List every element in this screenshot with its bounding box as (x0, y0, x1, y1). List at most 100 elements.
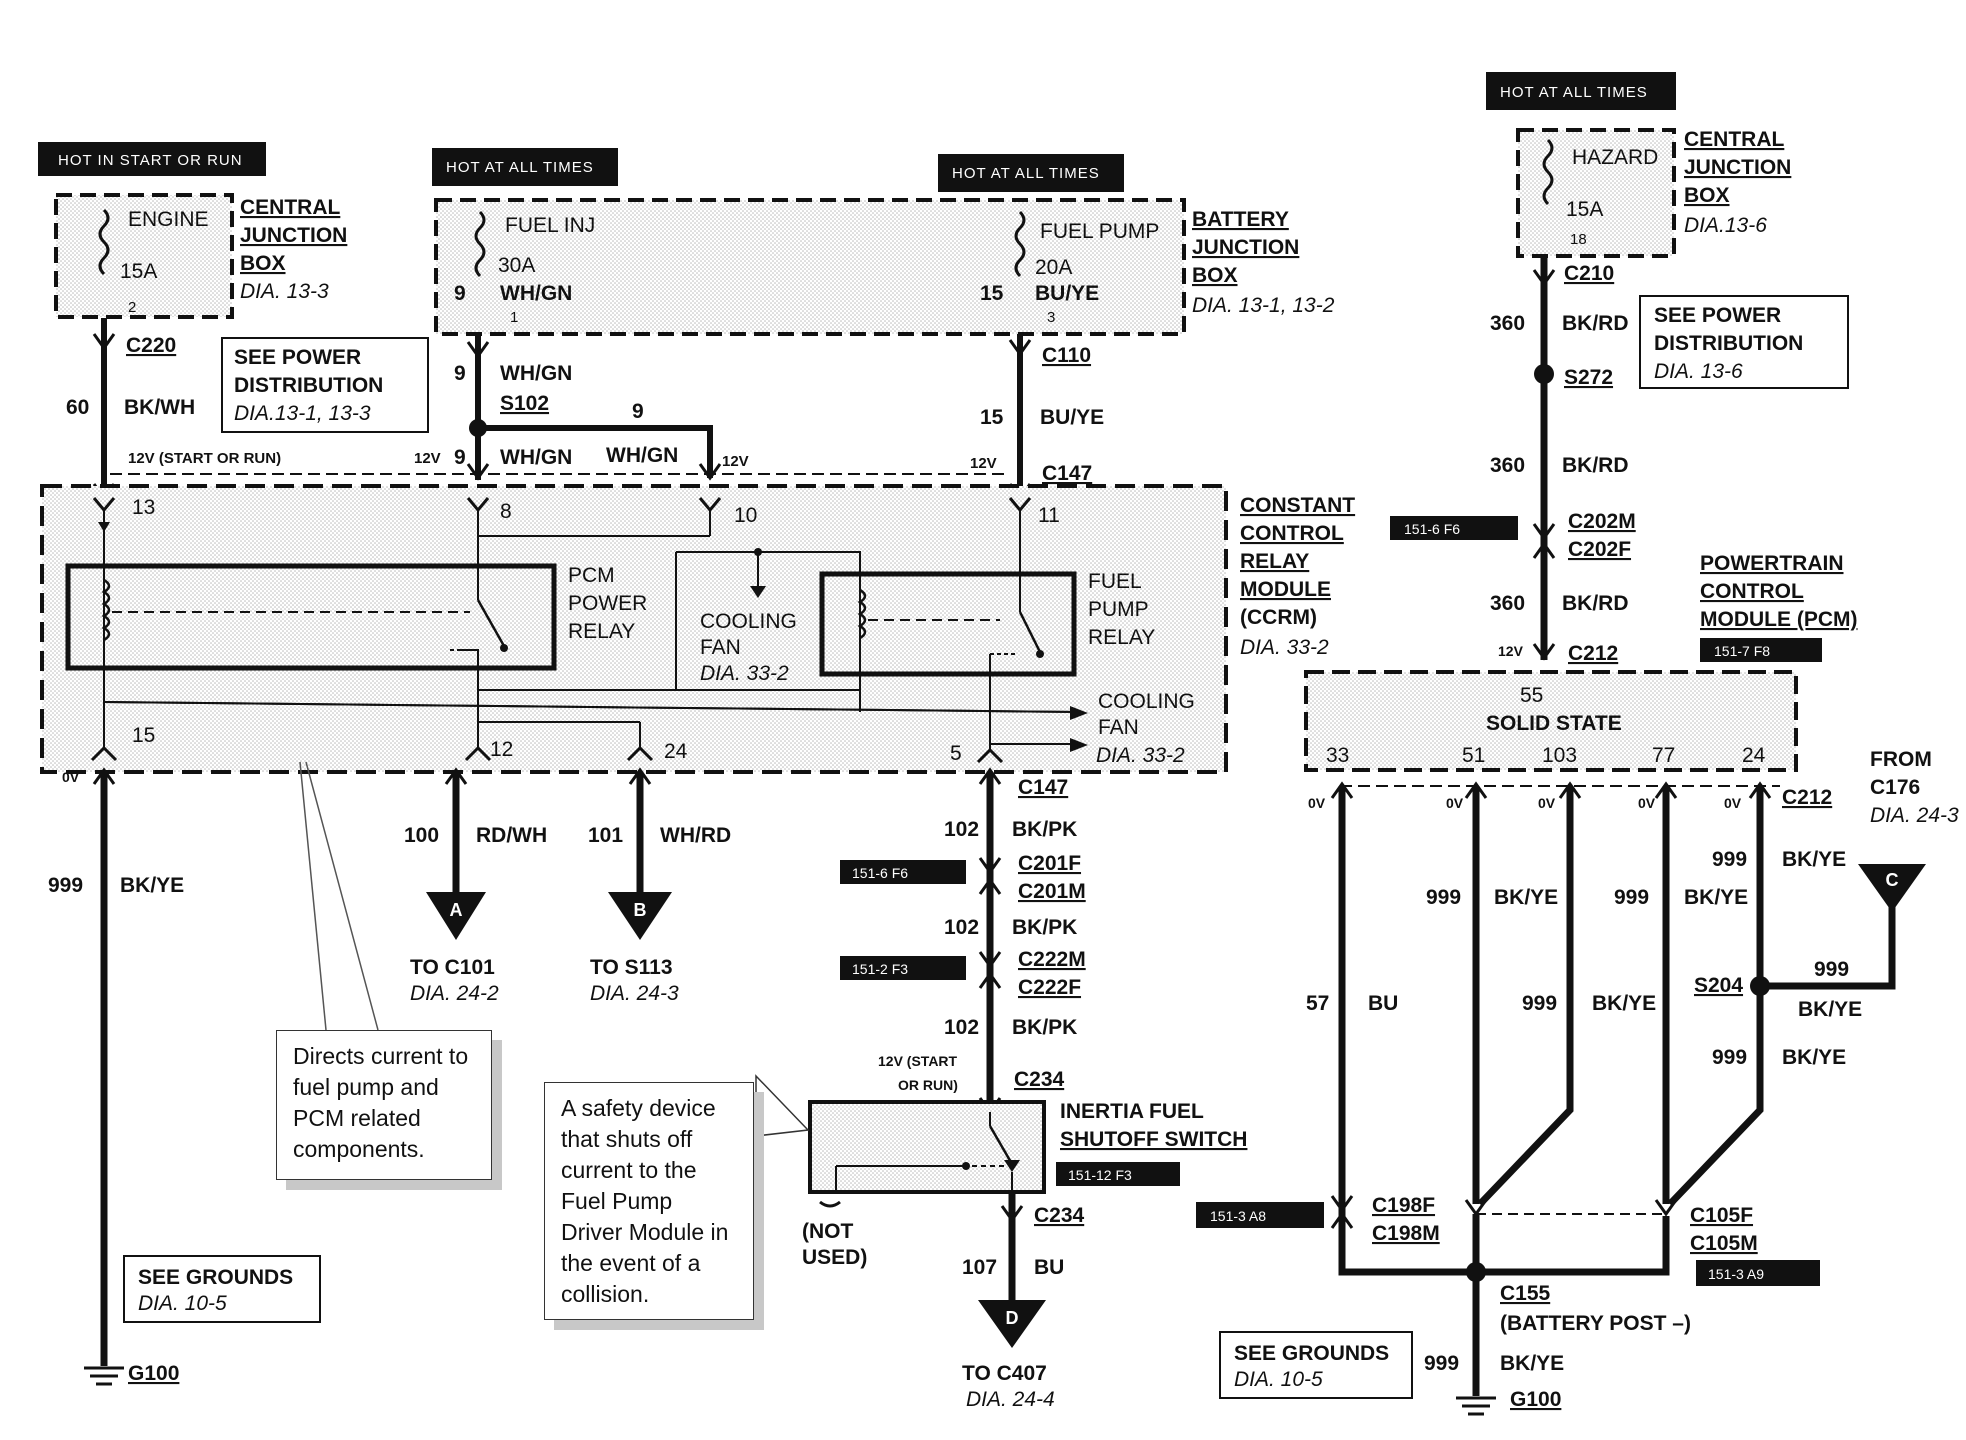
svg-text:ENGINE: ENGINE (128, 208, 209, 231)
svg-text:BK/PK: BK/PK (1012, 818, 1077, 841)
svg-text:C210: C210 (1564, 262, 1614, 285)
voltage-12v-a: 12V (414, 450, 441, 467)
svg-text:BK/RD: BK/RD (1562, 454, 1629, 477)
svg-text:C147: C147 (1042, 462, 1092, 485)
svg-text:102: 102 (944, 818, 979, 841)
header-fuel-pump: HOT AT ALL TIMES (938, 154, 1124, 192)
svg-text:DIA. 33-2: DIA. 33-2 (700, 662, 789, 685)
svg-text:C: C (1886, 870, 1899, 890)
svg-text:DIA. 13-6: DIA. 13-6 (1654, 360, 1743, 383)
svg-text:360: 360 (1490, 592, 1525, 615)
wire-102: C147 102 BK/PK C201F C201M 102 BK/PK C22… (878, 767, 1086, 1115)
svg-text:WH/RD: WH/RD (660, 824, 731, 847)
svg-text:C202M: C202M (1568, 510, 1636, 533)
svg-text:18: 18 (1570, 231, 1587, 248)
svg-text:SEE POWER: SEE POWER (1654, 304, 1781, 327)
svg-text:5: 5 (950, 742, 962, 765)
svg-text:FUEL INJ: FUEL INJ (505, 214, 595, 237)
svg-text:DIA.13-1, 13-3: DIA.13-1, 13-3 (234, 402, 371, 425)
svg-text:BK/YE: BK/YE (1500, 1352, 1564, 1375)
svg-text:103: 103 (1542, 744, 1577, 767)
voltage-12v-b: 12V (722, 453, 749, 470)
svg-text:DISTRIBUTION: DISTRIBUTION (1654, 332, 1803, 355)
svg-text:55: 55 (1520, 684, 1543, 707)
svg-text:15: 15 (980, 406, 1004, 429)
svg-text:C234: C234 (1014, 1068, 1065, 1091)
svg-text:BK/YE: BK/YE (1782, 1046, 1846, 1069)
svg-text:999: 999 (1522, 992, 1557, 1015)
svg-text:C110: C110 (1042, 344, 1091, 367)
svg-text:0V: 0V (1724, 795, 1742, 811)
wire-9-fuel-inj: 9 WH/GN S102 9 WH/GN 9 WH/GN (454, 334, 722, 481)
svg-text:(NOT: (NOT (802, 1220, 853, 1243)
pcm-title-3: MODULE (PCM) (1700, 608, 1857, 631)
svg-text:15A: 15A (1566, 198, 1603, 221)
ref-labels: 151-6 F6 151-2 F3 151-12 F3 151-6 F6 151… (840, 516, 1822, 1286)
pcm-title-2: CONTROL (1700, 580, 1804, 603)
svg-text:DIA. 24-2: DIA. 24-2 (410, 982, 499, 1005)
svg-text:C212: C212 (1568, 642, 1618, 665)
svg-text:151-7 F8: 151-7 F8 (1714, 643, 1770, 659)
wire-107: C234 107 BU D TO C407 DIA. 24-4 (962, 1192, 1085, 1411)
svg-text:COOLING: COOLING (700, 610, 797, 633)
svg-text:0V: 0V (1446, 795, 1464, 811)
svg-text:S204: S204 (1694, 974, 1743, 997)
svg-text:BK/YE: BK/YE (1684, 886, 1748, 909)
svg-text:C105F: C105F (1690, 1204, 1753, 1227)
svg-text:C201M: C201M (1018, 880, 1086, 903)
wire-360: C210 360 BK/RD S272 360 BK/RD C202M C202… (1490, 256, 1636, 665)
svg-text:107: 107 (962, 1256, 997, 1279)
svg-text:CONSTANT: CONSTANT (1240, 494, 1355, 517)
svg-text:15A: 15A (120, 260, 157, 283)
svg-text:DIA.13-6: DIA.13-6 (1684, 214, 1767, 237)
wire-101: B 101 WH/RD TO S113 DIA. 24-3 (588, 767, 731, 1005)
svg-text:BU: BU (1034, 1256, 1064, 1279)
svg-text:BOX: BOX (1192, 264, 1238, 287)
svg-text:100: 100 (404, 824, 439, 847)
svg-text:999: 999 (1614, 886, 1649, 909)
svg-text:C202F: C202F (1568, 538, 1631, 561)
svg-text:WH/GN: WH/GN (500, 282, 572, 305)
svg-text:9: 9 (632, 400, 644, 423)
inertia-fuel-shutoff-switch: INERTIA FUEL SHUTOFF SWITCH (NOT USED) (802, 1100, 1247, 1269)
svg-text:PCM: PCM (568, 564, 615, 587)
svg-text:RELAY: RELAY (568, 620, 635, 643)
svg-text:HOT AT ALL TIMES: HOT AT ALL TIMES (1500, 84, 1648, 101)
svg-text:151-3 A9: 151-3 A9 (1708, 1266, 1764, 1282)
wire-15-fuel-pump: C110 15 BU/YE C147 (980, 334, 1104, 501)
svg-text:12: 12 (490, 738, 513, 761)
svg-text:C155: C155 (1500, 1282, 1551, 1305)
svg-text:B: B (634, 900, 647, 920)
svg-text:BK/YE: BK/YE (1494, 886, 1558, 909)
svg-text:BK/WH: BK/WH (124, 396, 195, 419)
svg-text:RD/WH: RD/WH (476, 824, 547, 847)
svg-text:C198M: C198M (1372, 1222, 1440, 1245)
svg-text:HOT AT ALL TIMES: HOT AT ALL TIMES (952, 165, 1100, 182)
svg-text:C201F: C201F (1018, 852, 1081, 875)
svg-text:DIA. 24-3: DIA. 24-3 (1870, 804, 1959, 827)
central-junction-box-engine: ENGINE 15A 2 CENTRAL JUNCTION BOX DIA. 1… (54, 193, 347, 319)
see-grounds-1: SEE GROUNDS DIA. 10-5 (123, 1255, 321, 1323)
svg-text:24: 24 (664, 740, 688, 763)
svg-text:G100: G100 (1510, 1388, 1561, 1411)
svg-text:BK/RD: BK/RD (1562, 592, 1629, 615)
see-grounds-2: SEE GROUNDS DIA. 10-5 (1219, 1331, 1413, 1399)
svg-text:BOX: BOX (1684, 184, 1730, 207)
svg-text:HAZARD: HAZARD (1572, 146, 1658, 169)
svg-text:DIA. 10-5: DIA. 10-5 (1234, 1368, 1323, 1391)
svg-text:C222M: C222M (1018, 948, 1086, 971)
svg-text:SHUTOFF SWITCH: SHUTOFF SWITCH (1060, 1128, 1247, 1151)
svg-text:HOT IN START OR RUN: HOT IN START OR RUN (58, 152, 243, 169)
svg-text:OR RUN): OR RUN) (898, 1077, 958, 1093)
svg-text:PUMP: PUMP (1088, 598, 1149, 621)
svg-text:FUEL: FUEL (1088, 570, 1142, 593)
svg-text:COOLING: COOLING (1098, 690, 1195, 713)
svg-text:FAN: FAN (1098, 716, 1139, 739)
svg-text:(CCRM): (CCRM) (1240, 606, 1317, 629)
svg-text:BK/PK: BK/PK (1012, 1016, 1077, 1039)
svg-text:TO C101: TO C101 (410, 956, 495, 979)
svg-text:BK/PK: BK/PK (1012, 916, 1077, 939)
svg-text:TO C407: TO C407 (962, 1362, 1047, 1385)
svg-text:20A: 20A (1035, 256, 1072, 279)
